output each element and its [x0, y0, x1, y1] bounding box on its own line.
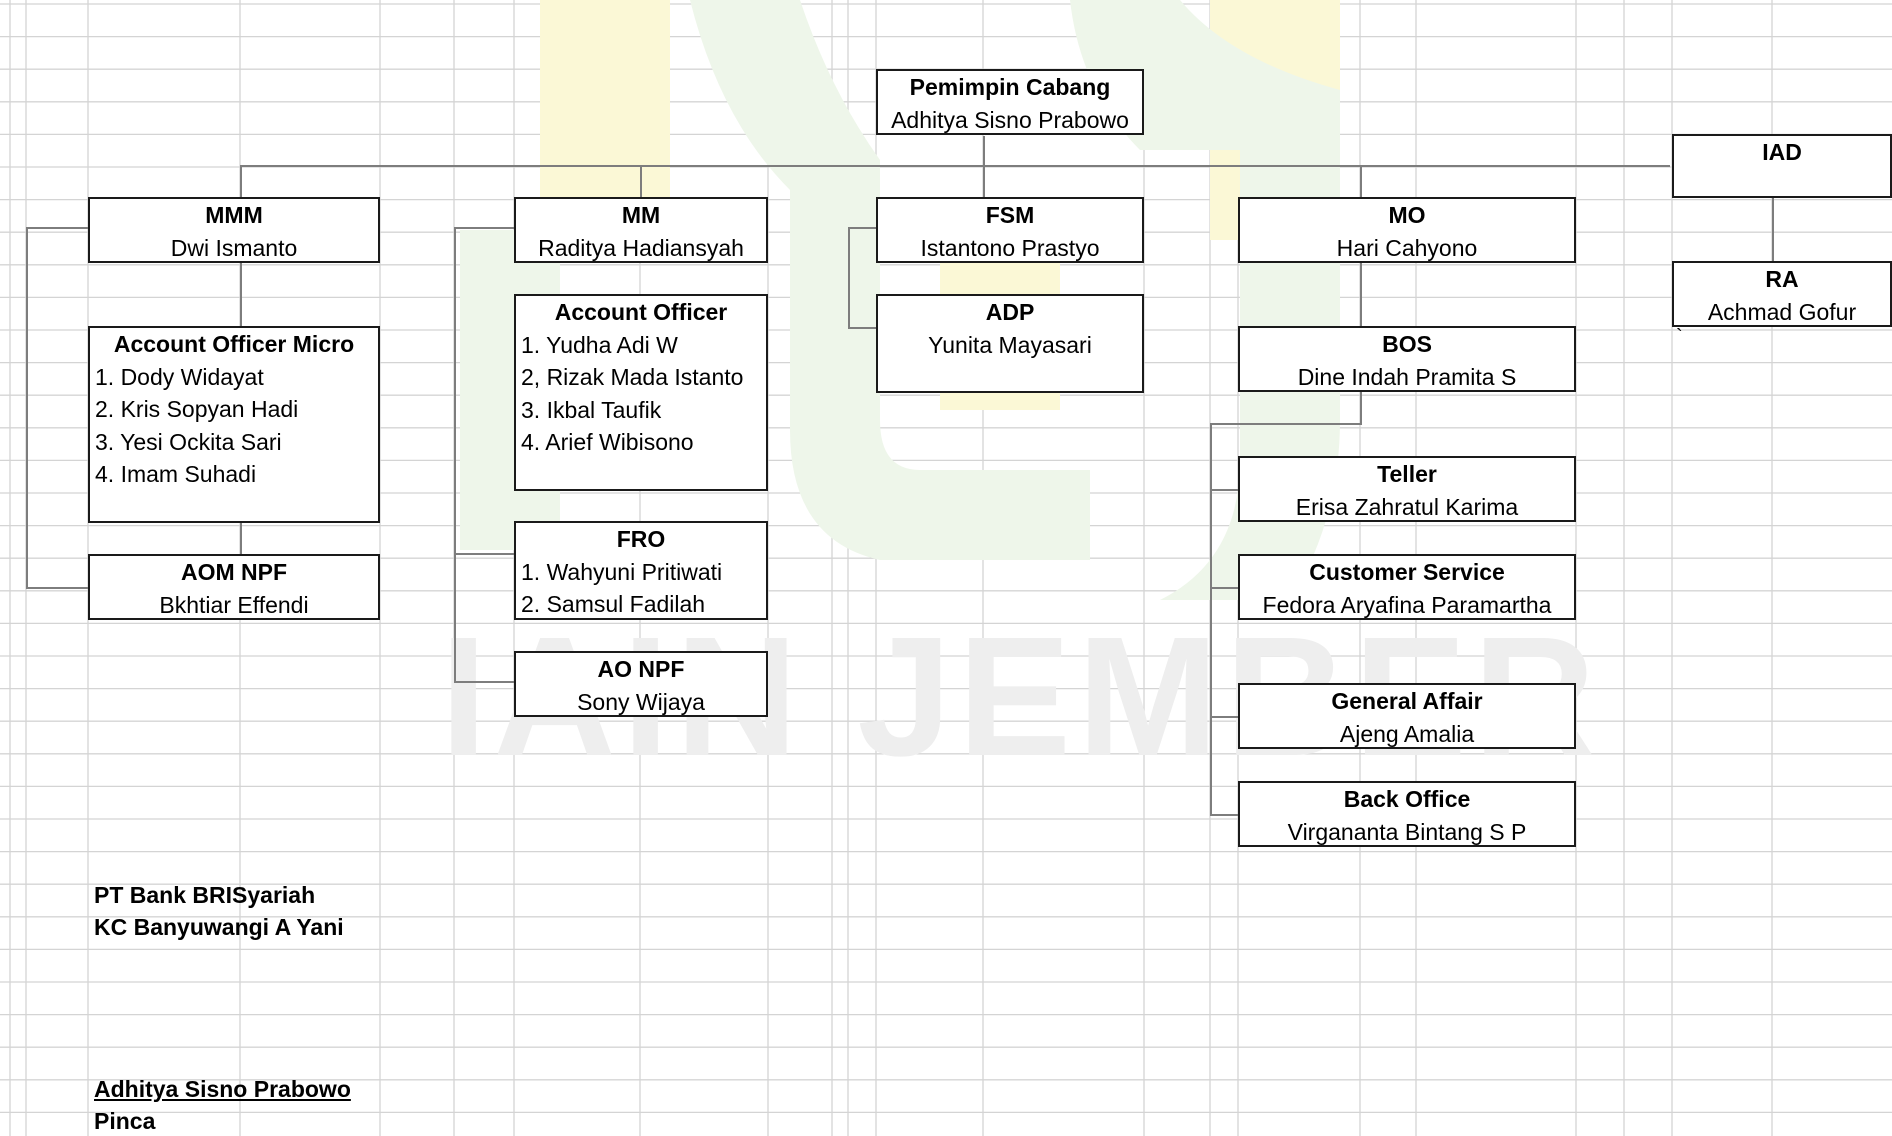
node-name: Fedora Aryafina Paramartha	[1262, 591, 1552, 618]
connector	[26, 227, 88, 229]
node-list-item: 2, Rizak Mada Istanto	[521, 364, 744, 390]
connector	[1360, 165, 1362, 197]
node-list-item: 4. Imam Suhadi	[95, 461, 257, 487]
node-name: Yunita Mayasari	[928, 331, 1092, 358]
node-name: Achmad Gofur	[1707, 298, 1857, 325]
node-name: Bkhtiar Effendi	[159, 591, 309, 618]
node-name: Dwi Ismanto	[170, 234, 298, 261]
node-title: Account Officer Micro	[113, 331, 355, 357]
node-list-item: 1. Dody Widayat	[95, 363, 264, 390]
org-node-fsm: FSM Istantono Prastyo	[876, 197, 1144, 263]
org-node-teller: Teller Erisa Zahratul Karima	[1238, 456, 1576, 522]
node-list-item: 3. Yesi Ockita Sari	[95, 428, 282, 455]
connector	[1210, 716, 1238, 718]
connector	[848, 227, 876, 229]
node-title: AO NPF	[597, 656, 685, 682]
node-list-item: 1. Wahyuni Pritiwati	[521, 558, 723, 585]
org-node-aom-npf: AOM NPF Bkhtiar Effendi	[88, 554, 380, 620]
node-name: Raditya Hadiansyah	[538, 234, 744, 261]
node-title: Back Office	[1343, 786, 1471, 812]
connector	[454, 681, 514, 683]
node-list-item: 2. Kris Sopyan Hadi	[95, 396, 299, 422]
node-title: Customer Service	[1309, 559, 1505, 585]
connector	[1210, 489, 1238, 491]
org-node-pemimpin-cabang: Pemimpin Cabang Adhitya Sisno Prabowo	[876, 69, 1144, 135]
connector	[454, 553, 514, 555]
node-title: Account Officer	[554, 299, 728, 325]
node-title: IAD	[1762, 139, 1802, 165]
org-node-adp: ADP Yunita Mayasari	[876, 294, 1144, 393]
connector	[240, 165, 1670, 167]
node-title: MO	[1388, 202, 1426, 228]
node-title: AOM NPF	[180, 559, 288, 585]
org-node-ra: RA Achmad Gofur	[1672, 261, 1892, 327]
node-title: BOS	[1382, 331, 1432, 357]
node-name: Erisa Zahratul Karima	[1295, 493, 1519, 520]
node-list-item: 2. Samsul Fadilah	[521, 591, 706, 617]
org-node-mm: MM Raditya Hadiansyah	[514, 197, 768, 263]
org-node-back-office: Back Office Virgananta Bintang S P	[1238, 781, 1576, 847]
org-node-account-officer-micro: Account Officer Micro 1. Dody Widayat 2.…	[88, 326, 380, 523]
org-node-mmm: MMM Dwi Ismanto	[88, 197, 380, 263]
connector	[1210, 587, 1238, 589]
node-name: Adhitya Sisno Prabowo	[891, 106, 1129, 133]
node-name: Sony Wijaya	[577, 688, 705, 715]
connector	[848, 327, 876, 329]
org-node-bos: BOS Dine Indah Pramita S	[1238, 326, 1576, 392]
connector	[26, 587, 88, 589]
stray-mark: `	[1676, 326, 1683, 348]
org-node-iad: IAD	[1672, 134, 1892, 198]
connector	[1210, 423, 1362, 425]
org-node-fro: FRO 1. Wahyuni Pritiwati 2. Samsul Fadil…	[514, 521, 768, 620]
org-node-customer-service: Customer Service Fedora Aryafina Paramar…	[1238, 554, 1576, 620]
node-name: Ajeng Amalia	[1339, 720, 1475, 747]
connector	[454, 227, 456, 683]
node-title: Pemimpin Cabang	[909, 74, 1111, 100]
org-node-ao-npf: AO NPF Sony Wijaya	[514, 651, 768, 717]
node-name: Hari Cahyono	[1336, 234, 1478, 261]
node-title: MMM	[205, 202, 263, 228]
node-title: Teller	[1377, 461, 1437, 487]
node-title: General Affair	[1331, 688, 1483, 714]
node-name: Dine Indah Pramita S	[1297, 363, 1517, 390]
org-node-mo: MO Hari Cahyono	[1238, 197, 1576, 263]
signer-name: Adhitya Sisno Prabowo	[94, 1076, 351, 1102]
node-list-item: 1. Yudha Adi W	[521, 331, 678, 358]
node-title: FRO	[616, 526, 666, 552]
node-title: MM	[621, 202, 661, 228]
branch-name: KC Banyuwangi A Yani	[94, 914, 344, 940]
node-name: Istantono Prastyo	[920, 234, 1100, 261]
connector	[1360, 392, 1362, 424]
org-node-general-affair: General Affair Ajeng Amalia	[1238, 683, 1576, 749]
connector	[983, 165, 985, 197]
connector	[240, 165, 242, 197]
node-list-item: 4. Arief Wibisono	[521, 429, 694, 455]
connector	[848, 227, 850, 329]
connector	[1772, 197, 1774, 261]
connector	[1210, 423, 1212, 815]
connector	[1360, 262, 1362, 326]
connector	[983, 136, 985, 166]
org-node-account-officer: Account Officer 1. Yudha Adi W 2, Rizak …	[514, 294, 768, 491]
node-title: RA	[1765, 266, 1799, 292]
node-list-item: 3. Ikbal Taufik	[521, 396, 662, 423]
connector	[26, 227, 28, 589]
connector	[640, 165, 642, 197]
node-title: ADP	[985, 299, 1035, 325]
connector	[454, 227, 514, 229]
connector	[240, 262, 242, 326]
signer-role: Pinca	[94, 1108, 156, 1134]
connector	[240, 522, 242, 554]
node-name: Virgananta Bintang S P	[1287, 818, 1527, 845]
node-title: FSM	[985, 202, 1035, 228]
connector	[1210, 814, 1238, 816]
company-name: PT Bank BRISyariah	[94, 882, 316, 908]
